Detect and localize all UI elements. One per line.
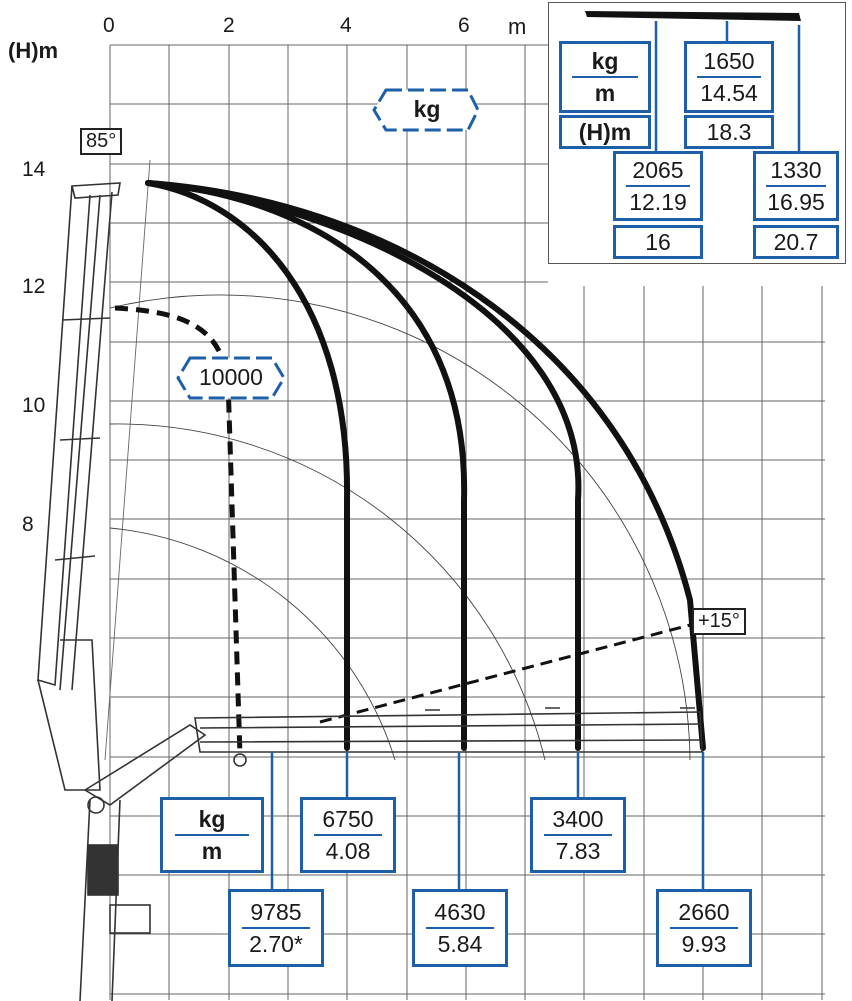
- jib-height-1: 16: [613, 225, 703, 259]
- load-m-4: 7.83: [555, 838, 601, 864]
- jib-height-3: 20.7: [753, 225, 839, 259]
- load-box-1: 9785 2.70*: [228, 889, 324, 967]
- load-m-5: 9.93: [681, 931, 727, 957]
- curve-10m: [145, 180, 706, 751]
- legend-m: m: [201, 838, 223, 864]
- x-axis-unit: m: [508, 14, 527, 39]
- jib-box-3: 1330 16.95: [753, 151, 839, 221]
- curve-inner-dashed: [114, 305, 243, 756]
- jib-m-1: 12.19: [629, 189, 687, 215]
- jib-legend-m: m: [594, 80, 616, 106]
- jib-m-2: 14.54: [700, 80, 758, 106]
- load-kg-3: 4630: [434, 899, 486, 925]
- crane-illustration: [37, 182, 703, 1001]
- curve-4m: [145, 180, 351, 751]
- load-box-3: 4630 5.84: [412, 889, 508, 967]
- load-kg-2: 6750: [322, 806, 374, 832]
- y-tick-14: 14: [22, 158, 46, 181]
- x-tick-0: 0: [103, 14, 115, 37]
- load-box-4: 3400 7.83: [530, 797, 626, 873]
- jib-m-3: 16.95: [767, 189, 825, 215]
- y-tick-10: 10: [22, 394, 46, 417]
- jib-box-2: 1650 14.54: [684, 41, 774, 113]
- legend-kg-m: kg m: [160, 797, 264, 873]
- angle-85-label: 85°: [80, 128, 123, 155]
- jib-kg-2: 1650: [703, 48, 755, 74]
- inner-capacity-outline: [176, 356, 286, 400]
- curve-8m: [145, 180, 582, 751]
- y-axis-unit: (H)m: [8, 38, 59, 63]
- x-tick-4: 4: [340, 14, 352, 37]
- load-kg-1: 9785: [250, 899, 302, 925]
- load-curves: [145, 180, 706, 751]
- jib-legend-kg: kg: [591, 48, 619, 74]
- y-tick-8: 8: [22, 513, 34, 536]
- kg-badge-outline: [372, 88, 480, 132]
- load-m-2: 4.08: [325, 838, 371, 864]
- angle-line-85: [104, 159, 151, 761]
- load-m-3: 5.84: [437, 931, 483, 957]
- jib-legend-kg-m: kg m: [559, 41, 651, 113]
- inner-capacity-value: 10000: [199, 364, 263, 390]
- load-box-5: 2660 9.93: [656, 889, 752, 967]
- jib-legend-height: (H)m: [559, 115, 651, 149]
- jib-kg-1: 2065: [632, 157, 684, 183]
- jib-kg-3: 1330: [770, 157, 822, 183]
- x-tick-6: 6: [458, 14, 470, 37]
- angle-line-15: [319, 623, 691, 724]
- jib-height-2: 18.3: [684, 115, 774, 149]
- load-box-2: 6750 4.08: [300, 797, 396, 873]
- load-kg-4: 3400: [552, 806, 604, 832]
- kg-badge: kg: [413, 96, 441, 122]
- jib-inset-drawing: [585, 11, 801, 153]
- x-tick-2: 2: [223, 14, 235, 37]
- jib-inset-panel: kg m (H)m 1650 14.54 18.3 2065 12.19 16 …: [548, 2, 846, 264]
- connector-lines: [270, 752, 705, 890]
- angle-15-label: +15°: [692, 608, 746, 635]
- y-tick-12: 12: [22, 275, 46, 298]
- radius-arcs: [104, 159, 691, 761]
- jib-box-1: 2065 12.19: [613, 151, 703, 221]
- load-m-1: 2.70*: [249, 931, 303, 957]
- legend-kg: kg: [198, 806, 226, 832]
- load-kg-5: 2660: [678, 899, 730, 925]
